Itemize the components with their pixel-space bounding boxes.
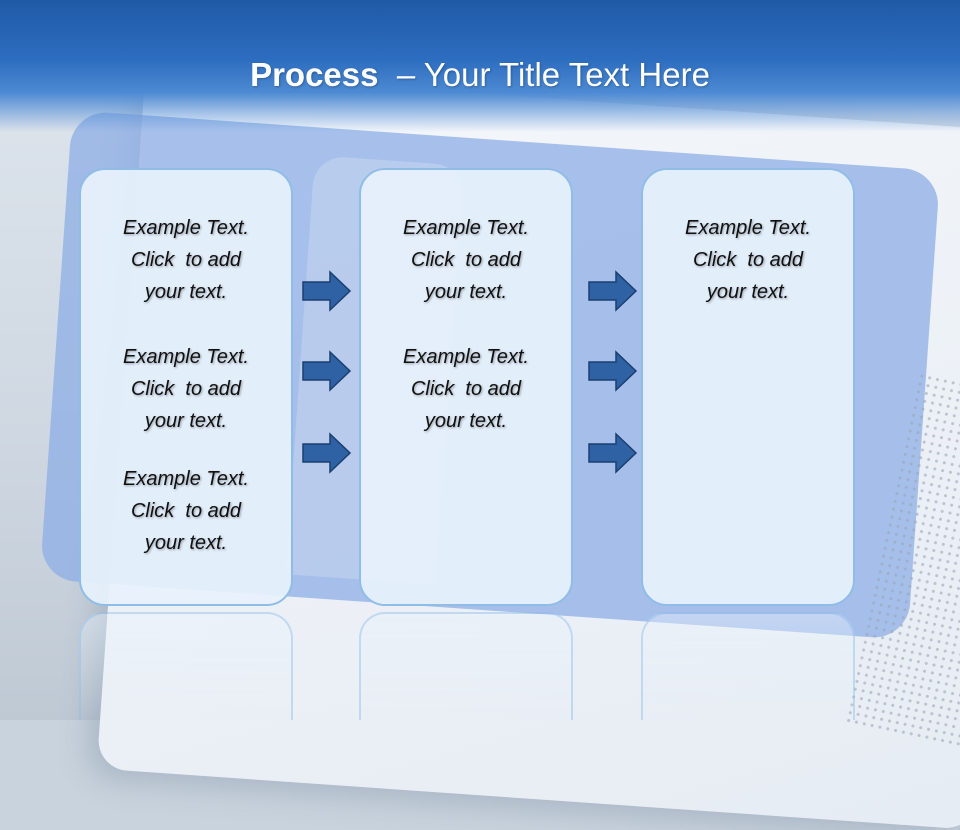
right-arrow-icon[interactable]	[302, 350, 352, 392]
text-line: Click to add	[692, 249, 804, 271]
right-arrow-icon[interactable]	[588, 432, 638, 474]
text-line: Click to add	[130, 378, 242, 400]
slide-title[interactable]: Process – Your Title Text Here	[0, 54, 960, 96]
text-line: Click to add	[130, 249, 242, 271]
text-line: your text.	[424, 281, 508, 303]
text-placeholder[interactable]: Example Text. Click to add your text.	[81, 463, 291, 559]
title-bar	[0, 0, 960, 132]
text-line: Click to add	[410, 249, 522, 271]
text-line: Example Text.	[123, 217, 249, 239]
text-line: your text.	[144, 532, 228, 554]
box-reflection	[79, 612, 293, 720]
text-line: your text.	[144, 410, 228, 432]
text-line: Example Text.	[403, 217, 529, 239]
text-line: your text.	[706, 281, 790, 303]
text-placeholder[interactable]: Example Text. Click to add your text.	[81, 212, 291, 308]
title-rest: – Your Title Text Here	[378, 56, 710, 93]
text-placeholder[interactable]: Example Text. Click to add your text.	[643, 212, 853, 308]
text-line: Example Text.	[123, 346, 249, 368]
text-line: Click to add	[410, 378, 522, 400]
text-line: your text.	[144, 281, 228, 303]
text-line: Example Text.	[403, 346, 529, 368]
text-line: Example Text.	[685, 217, 811, 239]
text-placeholder[interactable]: Example Text. Click to add your text.	[361, 341, 571, 437]
right-arrow-icon[interactable]	[588, 270, 638, 312]
text-line: Example Text.	[123, 468, 249, 490]
right-arrow-icon[interactable]	[588, 350, 638, 392]
text-placeholder[interactable]: Example Text. Click to add your text.	[361, 212, 571, 308]
text-placeholder[interactable]: Example Text. Click to add your text.	[81, 341, 291, 437]
process-box-1[interactable]: Example Text. Click to add your text. Ex…	[79, 168, 293, 606]
box-reflection	[359, 612, 573, 720]
text-line: Click to add	[130, 500, 242, 522]
title-strong: Process	[250, 56, 379, 93]
box-reflection	[641, 612, 855, 720]
text-line: your text.	[424, 410, 508, 432]
right-arrow-icon[interactable]	[302, 270, 352, 312]
right-arrow-icon[interactable]	[302, 432, 352, 474]
process-box-2[interactable]: Example Text. Click to add your text. Ex…	[359, 168, 573, 606]
process-box-3[interactable]: Example Text. Click to add your text.	[641, 168, 855, 606]
